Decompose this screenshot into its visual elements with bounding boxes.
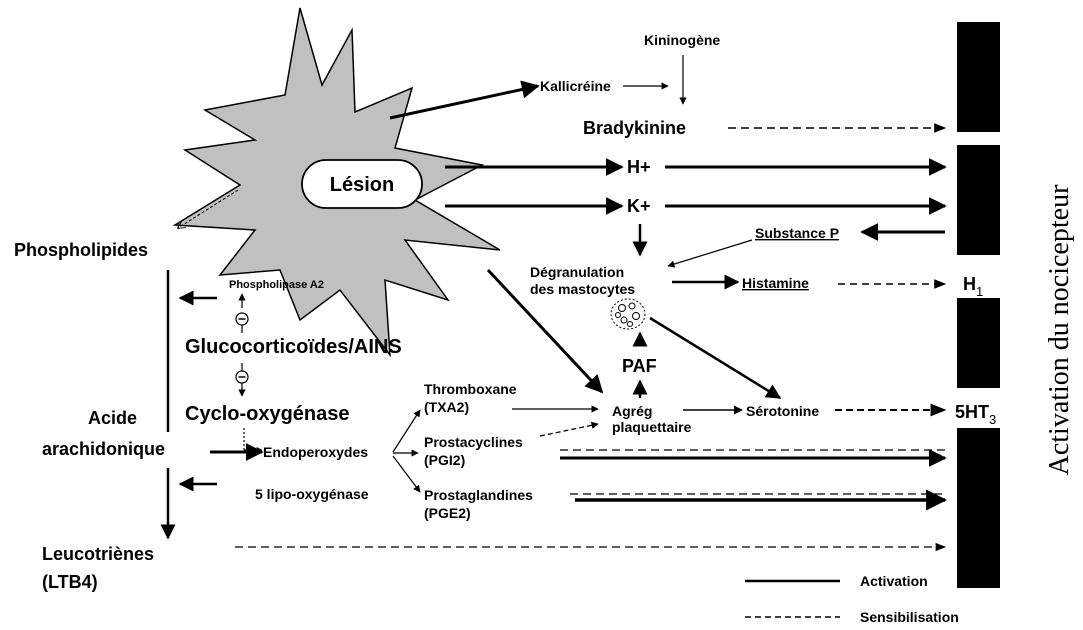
inhibit-phospholipase-icon [236, 313, 248, 325]
prostacyclines-label-1: Prostacyclines [424, 434, 523, 450]
leucotrienes-label-1: Leucotriènes [42, 544, 154, 564]
branch-prostaglandines [393, 456, 420, 492]
leucotrienes-label-2: (LTB4) [42, 572, 98, 592]
bradykinine-label: Bradykinine [583, 118, 686, 138]
degranulation-label-1: Dégranulation [530, 264, 624, 280]
thromboxane-label-2: (TXA2) [424, 399, 469, 415]
legend-sensibilisation-label: Sensibilisation [860, 609, 959, 625]
legend-activation-label: Activation [860, 573, 928, 589]
degranulation-label-2: des mastocytes [530, 281, 635, 297]
arrow-lesion-kallicreine [390, 86, 538, 118]
substance-p-label: Substance P [755, 225, 839, 241]
receptor-5ht3-label: 5HT3 [955, 402, 996, 427]
arrow-substance-p-degranulation [668, 240, 752, 266]
cyclooxygenase-label: Cyclo-oxygénase [185, 403, 350, 425]
prostacyclines-label-2: (PGI2) [424, 452, 465, 468]
glucocorticoides-label: Glucocorticoïdes/AINS [185, 336, 402, 358]
inhibit-cyclooxygenase-icon [236, 371, 248, 383]
serotonine-label: Sérotonine [746, 403, 819, 419]
h-plus-label: H+ [627, 157, 651, 177]
kallicreine-label: Kallicréine [540, 78, 611, 94]
acide-label-2: arachidonique [42, 439, 165, 459]
arrow-prostacyclines-aggregation [540, 424, 598, 436]
phospholipides-label: Phospholipides [14, 240, 148, 260]
prostaglandines-label-1: Prostaglandines [424, 487, 533, 503]
arrow-granules-serotonine [650, 318, 780, 398]
paf-label: PAF [622, 356, 657, 376]
prostaglandines-label-2: (PGE2) [424, 505, 471, 521]
receptor-h1-label: H1 [963, 274, 983, 299]
thromboxane-label-1: Thromboxane [424, 381, 517, 397]
acide-label-1: Acide [88, 408, 137, 428]
kininogene-label: Kininogène [644, 32, 720, 48]
aggregation-label-1: Agrég [612, 403, 652, 419]
k-plus-label: K+ [627, 196, 651, 216]
branch-thromboxane [393, 410, 420, 452]
receptor-bar-5ht3 [957, 428, 1000, 588]
mast-cell-granules-icon [611, 299, 645, 329]
receptor-bar-b2 [957, 22, 1000, 132]
histamine-label: Histamine [742, 275, 809, 291]
lipooxygenase-label: 5 lipo-oxygénase [255, 486, 369, 502]
receptor-bar-h1 [957, 298, 1000, 388]
side-title: Activation du nocicepteur [1044, 184, 1075, 475]
aggregation-label-2: plaquettaire [612, 419, 692, 435]
phospholipase-label: Phospholipase A2 [229, 279, 324, 291]
lesion-label: Lésion [330, 174, 394, 196]
endoperoxydes-label: Endoperoxydes [263, 444, 368, 460]
